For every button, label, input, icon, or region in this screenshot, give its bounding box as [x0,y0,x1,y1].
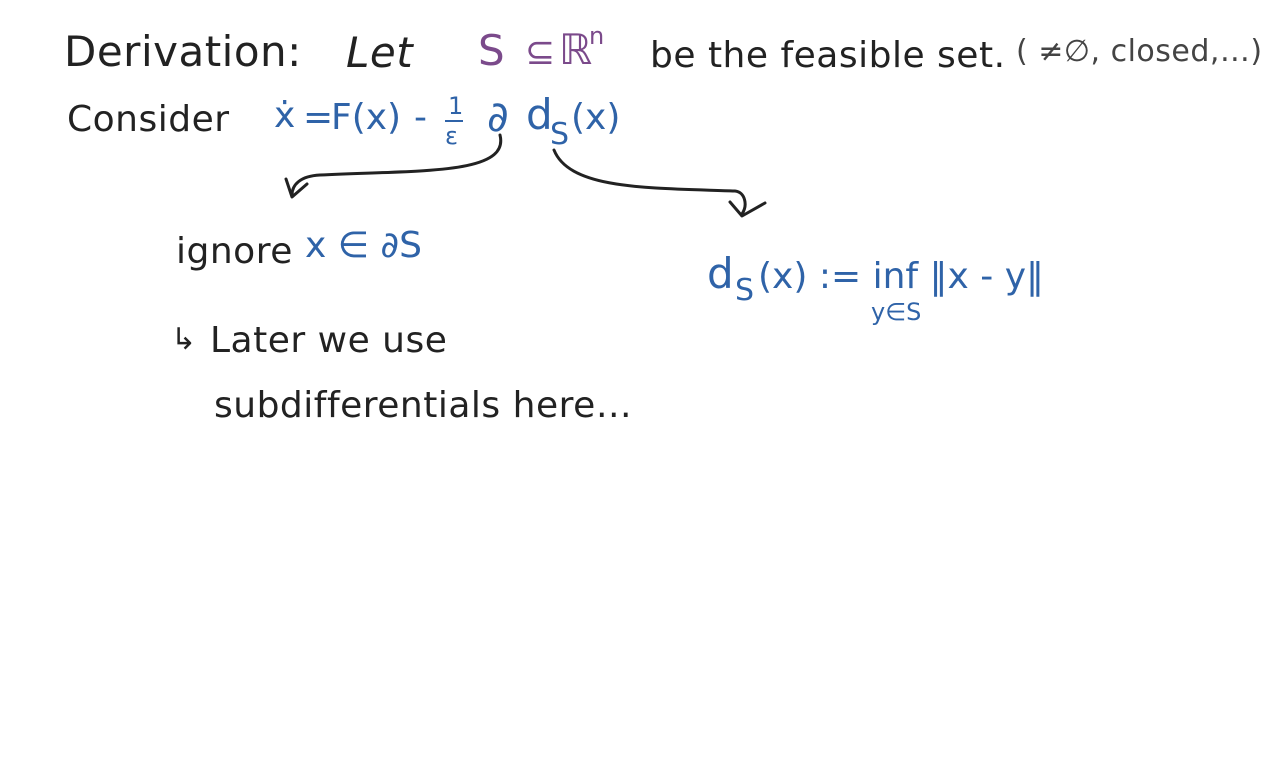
let-word: Let [346,28,414,77]
hook-arrow-icon: ↳ [171,322,197,357]
state-derivative: ẋ [274,95,296,136]
right-arrowhead [728,200,767,218]
subdifferential-symbol: ∂ [487,92,509,141]
distance-function-symbol: d [526,90,553,139]
equation-minus: - [414,97,427,138]
equation-equals: = [303,97,334,138]
real-space-dimension: n [589,22,605,50]
right-curved-arrow [552,148,747,216]
boundary-condition: x ∈ ∂S [305,225,423,266]
feasible-set-text: be the feasible set. [650,35,1006,76]
vector-field-term: F(x) [331,97,402,138]
later-note: Later we use [210,320,448,361]
feasible-set-symbol: S [478,26,505,75]
subdifferentials-note: subdifferentials here… [214,385,633,426]
left-arrowhead [284,177,309,199]
derivation-label: Derivation: [64,27,302,76]
set-properties-note: ( ≠∅, closed,…) [1016,34,1263,69]
fraction-bar [445,120,463,122]
infimum-subscript: y∈S [871,298,922,326]
distance-definition-rest: (x) := inf ‖x - y‖ [758,256,1044,297]
distance-definition-d: d [707,249,734,298]
distance-subscript: S [550,117,570,152]
left-curved-arrow [290,133,503,197]
real-space-symbol: ℝ [559,25,593,74]
ignore-word: ignore [176,231,293,272]
distance-argument: (x) [571,97,621,138]
fraction-numerator: 1 [448,92,464,120]
consider-label: Consider [67,99,230,140]
subset-symbol: ⊆ [525,32,556,73]
fraction-denominator: ε [445,122,458,150]
distance-definition-subscript: S [735,273,755,308]
